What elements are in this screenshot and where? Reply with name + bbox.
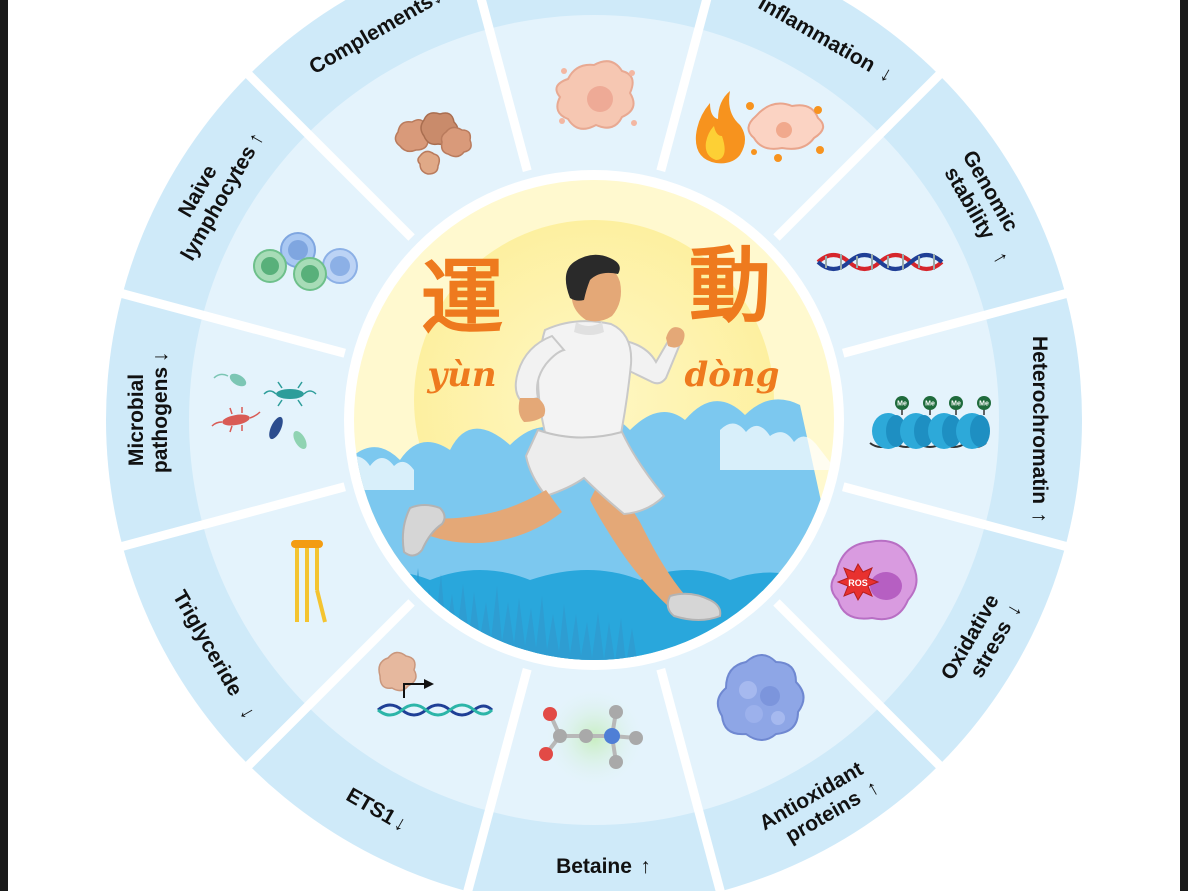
label-betaine: Betaine ↑ (556, 855, 651, 878)
label-microbial-pathogens-line: pathogens (149, 367, 172, 473)
arrow-down-icon: ↓ (149, 352, 172, 363)
segment-divider (111, 482, 346, 554)
methyl-mark: Me (949, 396, 963, 415)
svg-text:Me: Me (951, 401, 961, 408)
triglyceride-icon (291, 540, 327, 623)
betaine-molecule-icon (539, 686, 646, 790)
hanzi-dong: 動 (689, 238, 771, 334)
svg-text:ROS: ROS (848, 578, 868, 588)
arrow-up-icon: ↑ (640, 855, 651, 878)
methyl-mark: Me (977, 396, 991, 415)
transcription-factor-dna-icon (377, 651, 494, 717)
segment-divider (238, 599, 415, 776)
lymphocyte-cells-icon (253, 232, 358, 291)
cell-icon (555, 60, 637, 130)
nucleosome-methylation-icon: Me Me Me Me (869, 396, 991, 449)
frame-border-left (0, 0, 8, 891)
complement-protein-icon (394, 112, 472, 175)
pinyin-dong: dòng (685, 355, 780, 395)
segment-dividers (111, 0, 1077, 896)
segment-divider (238, 64, 415, 241)
dna-helix-icon (816, 253, 944, 271)
center-illustration: 運 動 yùn dòng (344, 170, 844, 670)
svg-text:Me: Me (897, 401, 907, 408)
runner-figure (401, 254, 722, 621)
segment-divider (842, 286, 1077, 358)
methyl-mark: Me (895, 396, 909, 415)
arrow-down-icon: ↓ (425, 0, 446, 10)
svg-text:Me: Me (925, 401, 935, 408)
segment-icons: Me Me Me Me (211, 60, 991, 790)
segment-divider (111, 286, 346, 358)
foam-splash (354, 423, 834, 490)
frame-border-right (1180, 0, 1188, 891)
pinyin-yun: yùn (426, 355, 496, 395)
hanzi-yun: 運 (421, 250, 503, 346)
bacteria-icon (211, 373, 317, 450)
segment-divider (656, 0, 712, 172)
segment-divider (656, 668, 727, 896)
segment-divider (461, 668, 532, 896)
inflammation-icon (695, 91, 825, 164)
label-heterochromatin: Heterochromatin ↑ (1028, 336, 1051, 523)
ros-cell-icon: ROS (830, 539, 918, 621)
segment-divider (842, 482, 1077, 554)
label-betaine-line: Betaine (556, 855, 632, 878)
segment-divider (476, 0, 532, 172)
arrow-up-icon: ↑ (1028, 512, 1051, 523)
label-microbial-pathogens-line: Microbial (125, 374, 148, 466)
segment-divider (773, 599, 950, 776)
segment-divider (773, 64, 950, 241)
methyl-mark: Me (923, 396, 937, 415)
protein-blob-icon (716, 654, 805, 741)
label-heterochromatin-line: Heterochromatin (1028, 336, 1051, 504)
svg-text:Me: Me (979, 401, 989, 408)
